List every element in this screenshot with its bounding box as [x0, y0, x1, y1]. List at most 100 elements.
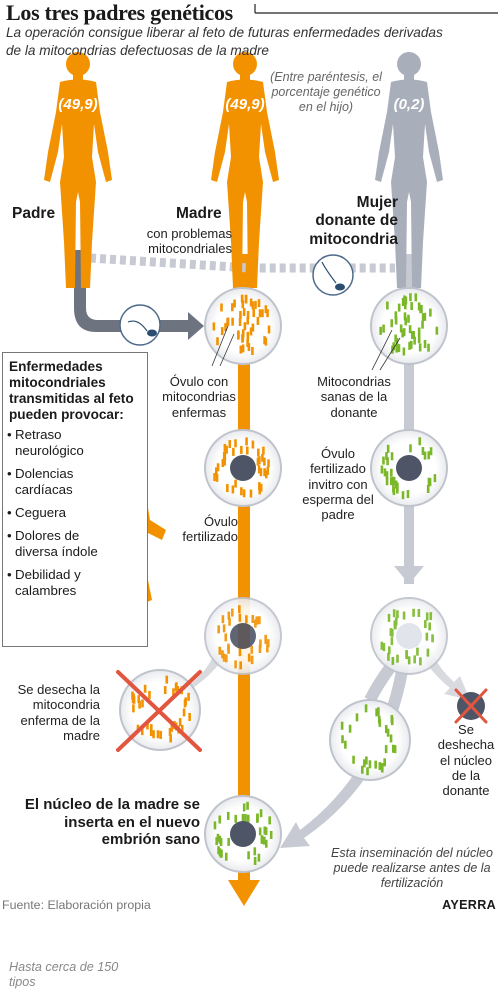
mitochondria-mark — [246, 446, 249, 455]
sperm-icon-1 — [119, 304, 161, 346]
mitochondria-mark — [231, 608, 234, 617]
mitochondria-mark — [215, 473, 219, 482]
mitochondria-mark — [239, 311, 242, 320]
mitochondria-mark — [259, 639, 262, 648]
mitochondria-mark — [406, 489, 410, 498]
donor-percent: (0,2) — [393, 96, 425, 113]
mitochondria-mark — [223, 443, 227, 452]
mitochondria-mark — [382, 324, 385, 333]
mitochondria-mark — [219, 849, 223, 858]
mitochondria-mark — [404, 317, 408, 326]
mitochondria-mark — [392, 609, 396, 618]
mitochondria-mark — [410, 302, 413, 311]
mitochondria-mark — [394, 311, 398, 320]
mitochondria-mark — [258, 827, 262, 836]
mitochondria-mark — [387, 646, 391, 655]
mitochondria-mark — [156, 730, 160, 739]
mitochondria-mark — [152, 730, 155, 739]
mitochondria-mark — [390, 319, 394, 328]
mitochondria-mark — [269, 830, 273, 839]
mitochondria-mark — [394, 316, 398, 325]
mitochondria-mark — [426, 484, 430, 493]
mitochondria-mark — [413, 336, 416, 345]
result-label: El núcleo de la madre se inserta en el n… — [24, 796, 200, 849]
mitochondria-mark — [240, 445, 243, 454]
mitochondria-mark — [396, 654, 399, 663]
healthy-embryo — [204, 795, 282, 873]
mitochondria-mark — [251, 346, 254, 355]
mitochondria-mark — [383, 758, 386, 767]
discard-cross-mother — [116, 670, 202, 752]
mitochondria-mark — [246, 814, 250, 823]
mitochondria-mark — [178, 718, 182, 727]
mitochondria-mark — [402, 611, 406, 620]
mitochondria-mark — [168, 727, 172, 736]
mitochondria-mark — [267, 325, 271, 334]
mitochondria-mark — [386, 457, 389, 466]
mitochondria-mark — [363, 759, 366, 768]
mitochondria-mark — [397, 303, 401, 312]
ovum-diseased-label: Óvulo con mitocondrias enfermas — [162, 374, 236, 420]
mitochondria-mark — [250, 645, 254, 654]
mitochondria-mark — [409, 444, 412, 453]
mitochondria-mark — [221, 650, 224, 659]
mitochondria-mark — [234, 814, 238, 823]
mitochondria-mark — [421, 320, 424, 329]
mitochondria-mark — [159, 730, 163, 739]
mother-label: Madre — [176, 205, 222, 222]
symptom-item: Debilidad y calambres — [7, 567, 111, 599]
donor-figure — [375, 52, 443, 288]
mitochondria-mark — [163, 686, 167, 695]
mitochondria-mark — [409, 340, 413, 349]
mitochondria-mark — [266, 309, 269, 318]
mitochondria-mark — [227, 611, 231, 620]
mitochondria-mark — [390, 452, 394, 461]
mitochondria-mark — [360, 765, 364, 774]
mitochondria-mark — [246, 338, 249, 347]
mitochondria-mark — [225, 654, 228, 663]
mitochondria-mark — [232, 447, 235, 456]
mitochondria-mark — [221, 615, 225, 624]
mitochondria-mark — [378, 762, 382, 771]
mitochondria-mark — [150, 724, 153, 733]
mitochondria-mark — [234, 439, 237, 448]
mitochondria-mark — [433, 474, 437, 483]
mitochondria-mark — [238, 613, 242, 622]
mitochondria-mark — [261, 309, 264, 318]
mitochondria-mark — [387, 613, 391, 622]
mitochondria-mark — [423, 339, 427, 348]
source-credit: Fuente: Elaboración propia — [2, 898, 151, 912]
mitochondria-mark — [429, 308, 432, 317]
mitochondria-mark — [227, 645, 230, 654]
mitochondria-mark — [381, 764, 384, 773]
mitochondria-mark — [425, 632, 429, 641]
mitochondria-mark — [258, 309, 262, 318]
mitochondria-mark — [383, 468, 387, 477]
mitochondria-mark — [228, 617, 231, 626]
mitochondria-mark — [215, 467, 218, 476]
mitochondria-mark — [264, 839, 268, 848]
mitochondria-mark — [256, 813, 259, 822]
mitochondria-mark — [264, 470, 268, 479]
mitochondria-mark — [231, 303, 234, 312]
mitochondria-mark — [180, 724, 184, 733]
mitochondria-mark — [419, 305, 422, 314]
mitochondria-mark — [257, 299, 261, 308]
mitochondria-mark — [421, 447, 425, 456]
mitochondria-mark — [257, 853, 261, 862]
mitochondria-mark — [259, 483, 263, 492]
mitochondria-mark — [417, 609, 421, 618]
mitochondria-mark — [427, 451, 431, 460]
mitochondria-mark — [250, 656, 254, 665]
mitochondria-mark — [392, 487, 396, 496]
split-donor — [370, 597, 448, 675]
mitochondria-mark — [234, 660, 237, 669]
mitochondria-mark — [239, 345, 243, 354]
mitochondria-mark — [258, 645, 262, 654]
mitochondria-mark — [401, 298, 405, 307]
mitochondria-mark — [260, 835, 264, 844]
mitochondria-mark — [258, 486, 262, 495]
mitochondria-mark — [212, 322, 216, 331]
mitochondria-mark — [391, 656, 395, 665]
mitochondria-mark — [386, 301, 389, 310]
